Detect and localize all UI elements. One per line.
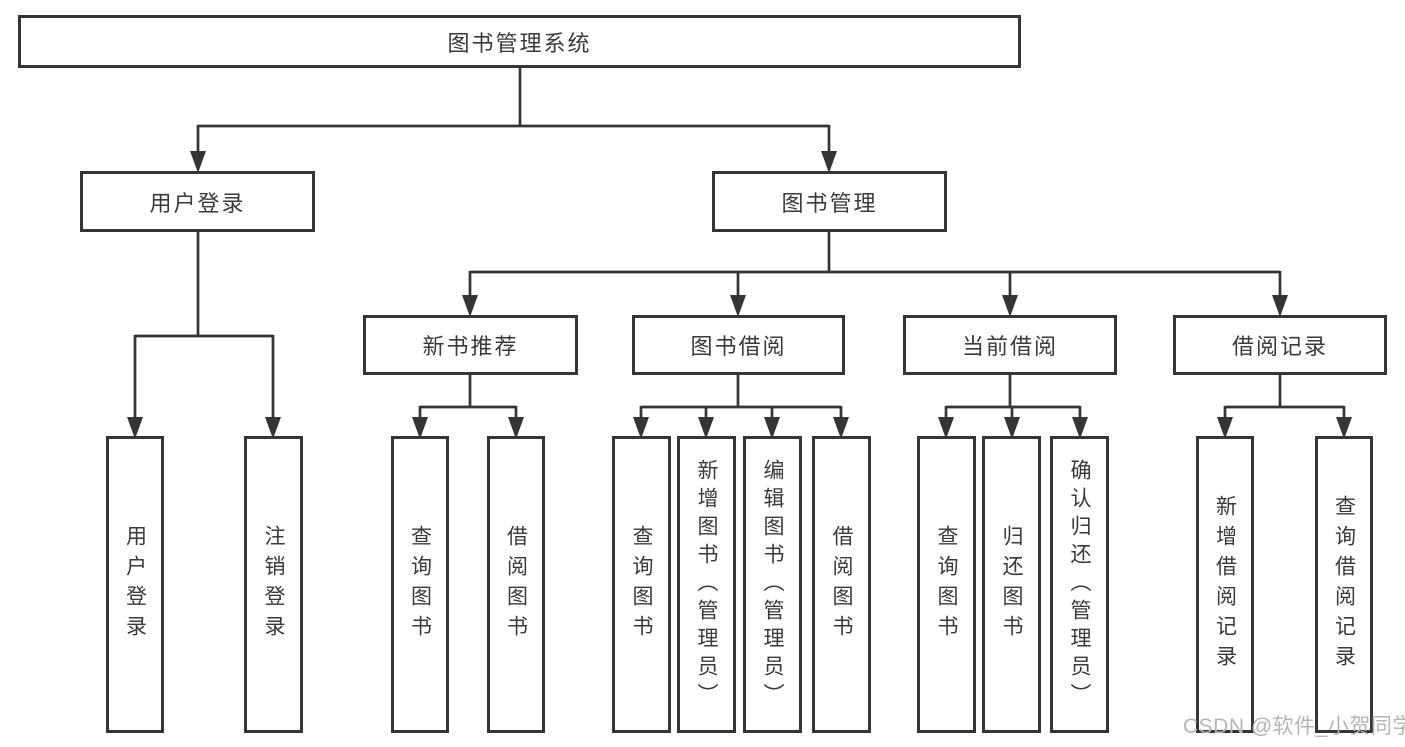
node-leaf-borrow-books-2: 借阅图书 <box>812 436 871 733</box>
node-leaf-user-login: 用户登录 <box>106 436 164 733</box>
csdn-watermark: CSDN @软件_小贺同学 <box>1183 715 1405 738</box>
node-leaf-query-books-1: 查询图书 <box>391 436 449 733</box>
node-leaf-borrow-books-1: 借阅图书 <box>487 436 545 733</box>
node-root: 图书管理系统 <box>18 15 1021 68</box>
node-leaf-query-borrow-record: 查询借阅记录 <box>1315 436 1373 733</box>
node-leaf-return-book: 归还图书 <box>982 436 1041 733</box>
node-leaf-add-borrow-record: 新增借阅记录 <box>1196 436 1254 733</box>
node-user-login: 用户登录 <box>80 171 315 232</box>
node-leaf-edit-book-admin: 编辑图书（管理员） <box>743 436 802 733</box>
node-leaf-query-books-2: 查询图书 <box>612 436 671 733</box>
node-leaf-logout: 注销登录 <box>244 436 303 733</box>
arrowheads <box>127 151 1352 439</box>
node-current-borrow: 当前借阅 <box>903 315 1117 375</box>
node-leaf-query-books-3: 查询图书 <box>917 436 976 733</box>
node-book-management: 图书管理 <box>712 171 947 232</box>
node-leaf-add-book-admin: 新增图书（管理员） <box>677 436 736 733</box>
node-borrow-records: 借阅记录 <box>1173 315 1387 375</box>
node-new-book-recommend: 新书推荐 <box>363 315 578 375</box>
node-book-borrow: 图书借阅 <box>632 315 845 375</box>
node-leaf-confirm-return-admin: 确认归还（管理员） <box>1050 436 1109 733</box>
